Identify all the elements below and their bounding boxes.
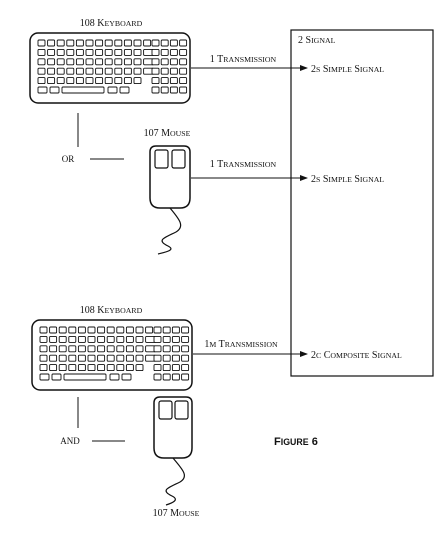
lower-keyboard-icon — [31, 319, 193, 391]
upper-keyboard-icon — [29, 32, 191, 104]
figure-caption: FIGURE 6 — [274, 436, 318, 448]
signal-box-label: 2 SIGNAL — [298, 35, 336, 46]
upper-keyboard-label: 108 KEYBOARD — [80, 18, 143, 29]
upper-keyboard-signal: 2S SIMPLE SIGNAL — [311, 64, 384, 75]
signal-box — [290, 29, 434, 377]
lower-mouse-icon — [153, 396, 193, 506]
lower-mouse-label: 107 MOUSE — [153, 508, 200, 519]
upper-mouse-transmission: 1 TRANSMISSION — [210, 159, 277, 170]
upper-mouse-label: 107 MOUSE — [144, 128, 191, 139]
upper-keyboard-transmission: 1 TRANSMISSION — [210, 54, 277, 65]
upper-connector-label: OR — [62, 154, 75, 164]
lower-transmission: 1M TRANSMISSION — [204, 339, 278, 350]
upper-mouse-signal: 2S SIMPLE SIGNAL — [311, 174, 384, 185]
upper-mouse-icon — [149, 145, 191, 255]
lower-signal: 2C COMPOSITE SIGNAL — [311, 350, 402, 361]
lower-keyboard-label: 108 KEYBOARD — [80, 305, 143, 316]
lower-connector-label: AND — [60, 436, 80, 446]
